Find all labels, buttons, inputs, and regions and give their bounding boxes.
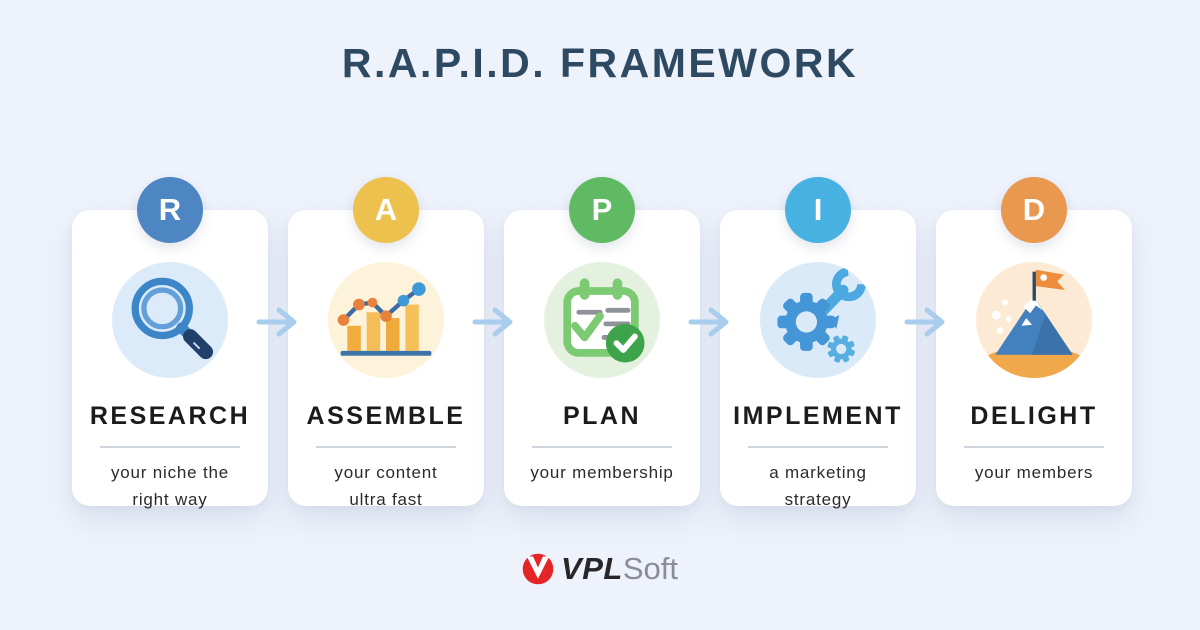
divider xyxy=(748,446,888,448)
subtitle-line: your membership xyxy=(530,463,674,482)
step-letter-badge: A xyxy=(353,177,419,243)
mountain-flag-icon xyxy=(976,262,1092,378)
subtitle-line: ultra fast xyxy=(349,490,423,510)
subtitle-line: right way xyxy=(132,490,208,510)
steps-row: R RESEARCH your niche the right way A xyxy=(72,177,1132,509)
logo-text-light: Soft xyxy=(622,551,678,586)
subtitle-line: strategy xyxy=(784,490,852,510)
step-card-delight: D DELIGHT xyxy=(936,177,1132,506)
subtitle-line: a marketing xyxy=(769,463,867,482)
flow-arrow-icon xyxy=(256,306,300,338)
step-card-research: R RESEARCH your niche the right way xyxy=(72,177,268,509)
step-title: PLAN xyxy=(562,402,642,430)
page-title: R.A.P.I.D. FRAMEWORK xyxy=(341,40,859,86)
divider xyxy=(100,446,240,448)
step-subtitle: your membership xyxy=(504,459,700,486)
magnifier-search-icon xyxy=(112,262,228,378)
step-card-plan: P PLAN your membership xyxy=(504,177,700,506)
step-title: ASSEMBLE xyxy=(306,402,466,430)
subtitle-line: your content xyxy=(334,463,438,482)
step-letter-badge: D xyxy=(1001,177,1067,243)
step-letter-badge: I xyxy=(785,177,851,243)
subtitle-line: your members xyxy=(974,463,1094,482)
subtitle-line: your niche the xyxy=(111,463,229,482)
flow-arrow-icon xyxy=(688,306,732,338)
step-subtitle: your niche the right way xyxy=(72,459,268,513)
step-subtitle: your content ultra fast xyxy=(288,459,484,513)
divider xyxy=(964,446,1104,448)
step-card-assemble: A ASSEMBLE xyxy=(288,177,484,509)
calendar-checklist-icon xyxy=(544,262,660,378)
divider xyxy=(316,446,456,448)
v-circle-icon xyxy=(522,553,554,585)
step-title: DELIGHT xyxy=(970,402,1098,430)
gear-wrench-icon xyxy=(760,262,876,378)
step-title: RESEARCH xyxy=(89,402,251,430)
step-card-implement: I xyxy=(720,177,916,509)
bar-line-chart-icon xyxy=(328,262,444,378)
step-subtitle: a marketing strategy xyxy=(720,459,916,513)
step-subtitle: your members xyxy=(936,459,1132,486)
step-letter-badge: R xyxy=(137,177,203,243)
step-letter-badge: P xyxy=(569,177,635,243)
step-title: IMPLEMENT xyxy=(733,402,903,430)
flow-arrow-icon xyxy=(904,306,948,338)
logo-text-bold: VPL xyxy=(561,551,623,586)
flow-arrow-icon xyxy=(472,306,516,338)
divider xyxy=(532,446,672,448)
